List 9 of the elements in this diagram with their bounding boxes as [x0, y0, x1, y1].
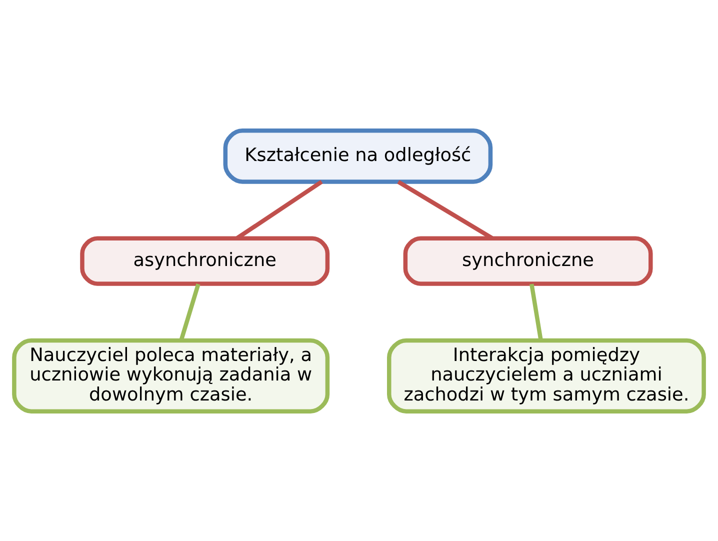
node-box: synchroniczne: [403, 236, 653, 286]
connector: [530, 283, 543, 340]
connector: [179, 282, 200, 340]
node-box: asynchroniczne: [80, 236, 330, 286]
node-box: Kształcenie na odległość: [223, 128, 493, 184]
connector: [236, 180, 323, 240]
node-box: Interakcja pomiędzy nauczycielem a uczniami zachodzi w tym samym czasie.: [387, 338, 706, 413]
node-box: Nauczyciel poleca materiały, a uczniowie wykonują zadania w dowolnym czasie.: [12, 338, 330, 413]
connector: [397, 179, 494, 240]
